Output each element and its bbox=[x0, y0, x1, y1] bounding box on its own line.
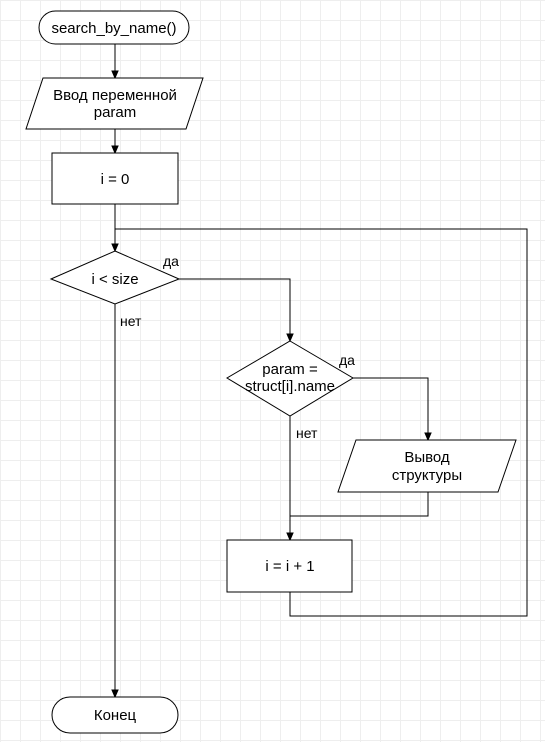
arrowhead bbox=[111, 689, 119, 699]
node-end: Конец bbox=[51, 696, 179, 734]
node-input: Ввод переменной param bbox=[25, 77, 204, 130]
edge-output-to-join bbox=[290, 492, 429, 517]
arrowhead bbox=[286, 333, 294, 343]
cond2-label-line2: struct[i].name bbox=[245, 378, 335, 395]
edge-labels: да нет да нет bbox=[120, 253, 355, 441]
init-label: i = 0 bbox=[101, 171, 130, 188]
output-parallelogram bbox=[337, 439, 517, 493]
input-label-line1: Ввод переменной bbox=[53, 87, 177, 104]
arrowhead bbox=[111, 70, 119, 80]
process-increment bbox=[226, 539, 353, 593]
cond1-label: i < size bbox=[91, 271, 138, 288]
cond1-yes-label: да bbox=[163, 253, 179, 269]
input-parallelogram bbox=[25, 77, 204, 130]
connectors bbox=[111, 44, 528, 699]
node-increment: i = i + 1 bbox=[226, 539, 353, 593]
node-output: Вывод структуры bbox=[337, 439, 517, 493]
node-start: search_by_name() bbox=[38, 10, 190, 45]
node-init: i = 0 bbox=[51, 152, 179, 205]
cond2-yes-label: да bbox=[339, 352, 355, 368]
increment-label: i = i + 1 bbox=[265, 558, 314, 575]
input-label-line2: param bbox=[94, 104, 137, 121]
node-cond1: i < size bbox=[49, 250, 181, 305]
arrowhead bbox=[111, 243, 119, 253]
terminator-start bbox=[38, 10, 190, 45]
edge-cond1-yes bbox=[179, 278, 291, 335]
cond2-no-label: нет bbox=[296, 425, 318, 441]
output-label-line1: Вывод bbox=[404, 449, 450, 466]
arrowhead bbox=[111, 145, 119, 155]
output-label-line2: структуры bbox=[392, 467, 462, 484]
process-init bbox=[51, 152, 179, 205]
arrowhead bbox=[424, 432, 432, 442]
edge-loop-back bbox=[115, 228, 528, 617]
decision-cond2 bbox=[226, 340, 354, 417]
node-cond2: param = struct[i].name bbox=[226, 340, 354, 417]
edge-cond2-yes bbox=[353, 377, 429, 434]
cond2-label-line1: param = bbox=[262, 361, 318, 378]
terminator-end bbox=[51, 696, 179, 734]
cond1-no-label: нет bbox=[120, 313, 142, 329]
decision-cond1 bbox=[49, 250, 181, 305]
arrowhead bbox=[286, 532, 294, 542]
end-label: Конец bbox=[94, 707, 137, 724]
start-label: search_by_name() bbox=[51, 20, 176, 37]
